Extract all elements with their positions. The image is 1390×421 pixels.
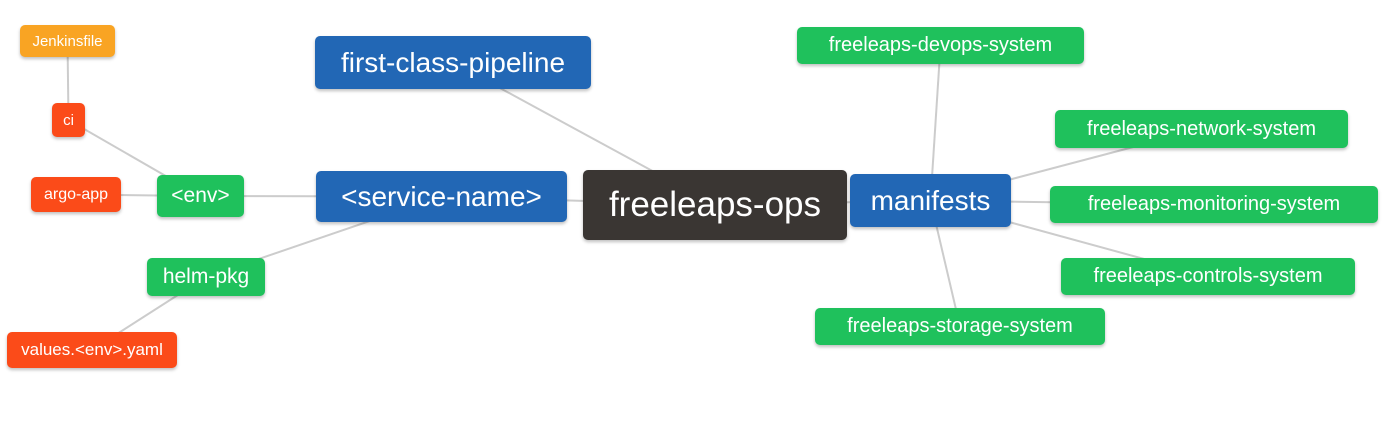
node-manifests[interactable]: manifests bbox=[850, 174, 1011, 227]
node-freeleaps-network-system[interactable]: freeleaps-network-system bbox=[1055, 110, 1348, 148]
node-helm-pkg[interactable]: helm-pkg bbox=[147, 258, 265, 296]
node-service-name[interactable]: <service-name> bbox=[316, 171, 567, 222]
node-freeleaps-controls-system[interactable]: freeleaps-controls-system bbox=[1061, 258, 1355, 295]
node-freeleaps-devops-system-label: freeleaps-devops-system bbox=[828, 34, 1053, 56]
node-values-env-yaml-label: values.<env>.yaml bbox=[21, 340, 163, 359]
node-freeleaps-storage-system-label: freeleaps-storage-system bbox=[847, 315, 1073, 337]
node-ci-label: ci bbox=[63, 111, 74, 129]
node-freeleaps-ops-label: freeleaps-ops bbox=[608, 185, 822, 224]
node-freeleaps-network-system-label: freeleaps-network-system bbox=[1087, 117, 1316, 140]
node-jenkinsfile-label: Jenkinsfile bbox=[32, 32, 103, 50]
node-service-name-label: <service-name> bbox=[341, 180, 542, 212]
node-env-label: <env> bbox=[171, 184, 230, 207]
node-first-class-pipeline[interactable]: first-class-pipeline bbox=[315, 36, 591, 89]
node-ci[interactable]: ci bbox=[52, 103, 85, 137]
node-argo-app[interactable]: argo-app bbox=[31, 177, 121, 212]
node-argo-app-label: argo-app bbox=[43, 185, 109, 203]
node-freeleaps-monitoring-system[interactable]: freeleaps-monitoring-system bbox=[1050, 186, 1378, 223]
node-env[interactable]: <env> bbox=[157, 175, 244, 217]
node-freeleaps-controls-system-label: freeleaps-controls-system bbox=[1093, 265, 1323, 287]
node-freeleaps-devops-system[interactable]: freeleaps-devops-system bbox=[797, 27, 1084, 64]
node-values-env-yaml[interactable]: values.<env>.yaml bbox=[7, 332, 177, 368]
node-manifests-label: manifests bbox=[870, 184, 991, 216]
node-freeleaps-ops[interactable]: freeleaps-ops bbox=[583, 170, 847, 240]
node-first-class-pipeline-label: first-class-pipeline bbox=[340, 46, 566, 78]
node-jenkinsfile[interactable]: Jenkinsfile bbox=[20, 25, 115, 57]
node-freeleaps-storage-system[interactable]: freeleaps-storage-system bbox=[815, 308, 1105, 345]
node-freeleaps-monitoring-system-label: freeleaps-monitoring-system bbox=[1087, 193, 1341, 215]
node-helm-pkg-label: helm-pkg bbox=[162, 265, 250, 288]
